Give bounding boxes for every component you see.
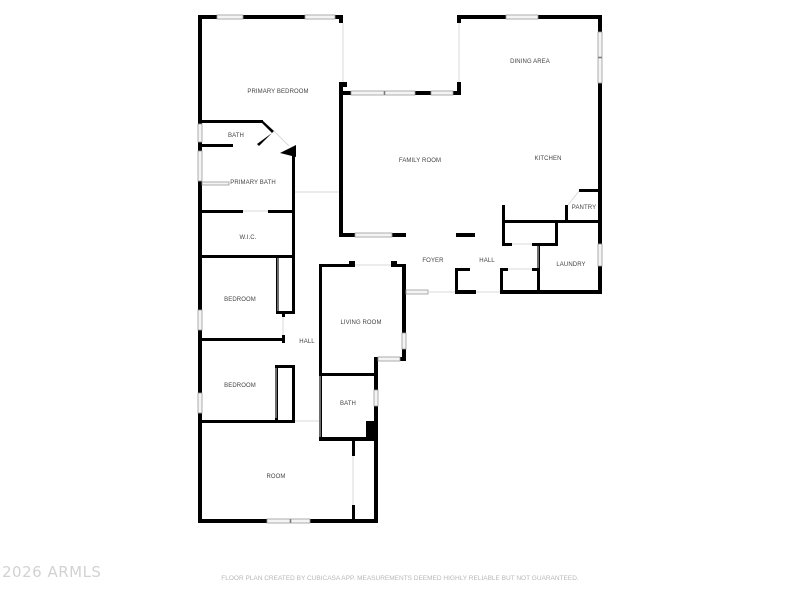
room-label-room: ROOM [266, 474, 285, 480]
room-label-bath-primary: BATH [228, 133, 244, 139]
room-labels: PRIMARY BEDROOM BATH PRIMARY BATH W.I.C.… [224, 59, 596, 480]
windows [197, 14, 603, 524]
room-label-bedroom-2: BEDROOM [224, 383, 256, 389]
room-label-dining-area: DINING AREA [510, 59, 550, 65]
room-label-hall-east: HALL [479, 258, 495, 264]
room-label-kitchen: KITCHEN [534, 156, 561, 162]
room-label-wic: W.I.C. [240, 235, 257, 241]
room-label-family-room: FAMILY ROOM [399, 158, 441, 164]
room-label-living-room: LIVING ROOM [340, 320, 381, 326]
door-openings [243, 23, 580, 505]
room-label-primary-bath: PRIMARY BATH [230, 180, 276, 186]
room-label-bedroom-1: BEDROOM [224, 297, 256, 303]
floor-plan-disclaimer: FLOOR PLAN CREATED BY CUBICASA APP. MEAS… [221, 575, 579, 582]
room-label-hall-west: HALL [299, 339, 315, 345]
room-label-pantry: PANTRY [572, 205, 596, 211]
room-label-bath-hall: BATH [340, 401, 356, 407]
room-label-foyer: FOYER [422, 258, 444, 264]
room-label-laundry: LAUNDRY [556, 262, 585, 268]
room-label-primary-bedroom: PRIMARY BEDROOM [247, 89, 308, 95]
copyright-watermark: 2026 ARMLS [2, 563, 102, 581]
